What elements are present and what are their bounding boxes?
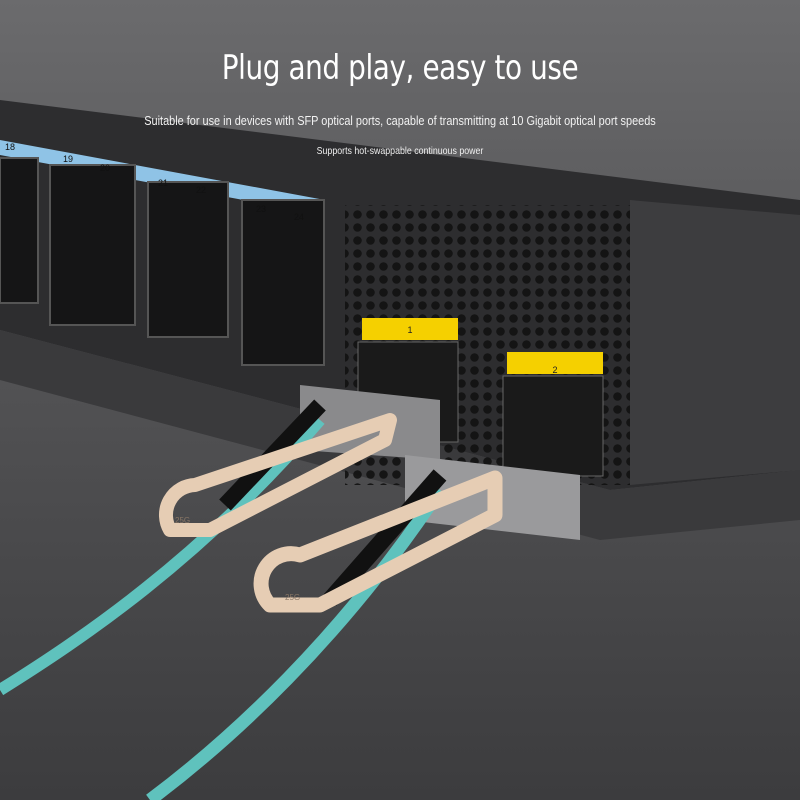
fiber-cable-2	[146, 486, 446, 800]
port-tag-1: 1	[407, 325, 412, 335]
port-label-23: 23	[256, 204, 266, 214]
fiber-cable-1	[0, 416, 325, 696]
port-label-21: 21	[158, 178, 168, 188]
module-speed-label-2: 25G	[285, 593, 300, 602]
headline: Plug and play, easy to use	[221, 48, 579, 88]
sfp-port-2[interactable]: 2	[502, 352, 604, 477]
pull-tab-2[interactable]: 25G	[253, 470, 503, 613]
port-label-20: 20	[100, 163, 110, 173]
port-label-24: 24	[294, 212, 304, 222]
port-label-strip	[0, 140, 325, 215]
module-speed-label-1: 25G	[175, 516, 190, 525]
power-note: Supports hot-swappable continuous power	[316, 145, 484, 157]
sfp-port-cages	[0, 157, 325, 366]
pull-tab-1[interactable]: 25G	[159, 413, 397, 537]
subtitle: Suitable for use in devices with SFP opt…	[144, 113, 656, 128]
port-label-22: 22	[196, 185, 206, 195]
port-label-19: 19	[63, 154, 73, 164]
port-label-18: 18	[5, 142, 15, 152]
port-tag-2: 2	[552, 365, 557, 375]
